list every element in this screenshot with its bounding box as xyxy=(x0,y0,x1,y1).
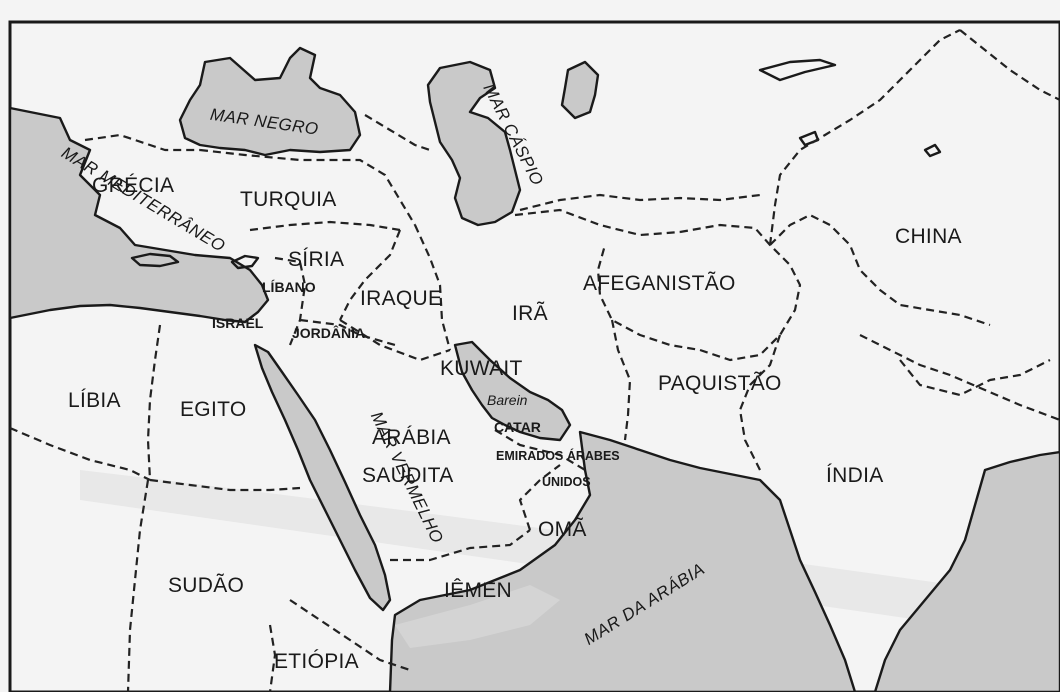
label-kuwait: KUWAIT xyxy=(440,357,523,380)
cyprus-island xyxy=(230,254,260,270)
label-grecia: GRÉCIA xyxy=(92,174,174,197)
border-iran-north xyxy=(514,208,681,237)
border-sudan-west xyxy=(126,479,150,692)
border-uae-qatar xyxy=(494,429,586,471)
label-egito: EGITO xyxy=(180,398,246,421)
gulf-of-aden-shape xyxy=(395,585,560,648)
border-central-asia xyxy=(519,193,761,212)
persian-gulf-shape xyxy=(453,340,572,442)
border-india-china xyxy=(859,334,1060,422)
black-sea-shape xyxy=(178,46,362,157)
label-israel: ISRAEL xyxy=(212,315,264,331)
border-egypt-sudan xyxy=(149,478,301,492)
border-lebanon-israel xyxy=(274,256,307,346)
label-ira: IRÃ xyxy=(512,301,548,325)
border-iran-pakistan xyxy=(610,319,632,441)
label-arabia-1: ARÁBIA xyxy=(372,426,451,449)
label-emirados-1: EMIRADOS ÁRABES xyxy=(496,448,620,463)
aral-sea-shape xyxy=(560,60,600,120)
border-china-west xyxy=(769,213,991,327)
border-china-north xyxy=(768,29,961,246)
label-barein: Barein xyxy=(487,392,528,408)
border-greece-turkey xyxy=(84,133,200,152)
border-turkey-south xyxy=(199,148,416,226)
bay-of-bengal-shape xyxy=(873,450,1060,692)
label-iemen: IÊMEN xyxy=(444,579,512,602)
border-afghanistan xyxy=(596,223,802,362)
label-siria: SÍRIA xyxy=(288,248,344,271)
label-china: CHINA xyxy=(895,225,962,248)
label-emirados-2: UNIDOS xyxy=(542,475,591,489)
border-saudi-yemen xyxy=(390,529,531,562)
label-catar: CATAR xyxy=(494,419,541,435)
crete-island xyxy=(130,252,180,268)
label-turquia: TURQUIA xyxy=(240,188,337,211)
label-afeganistao: AFEGANISTÃO xyxy=(583,271,736,295)
mediterranean-sea-shape xyxy=(8,106,270,324)
caspian-sea-shape xyxy=(426,60,522,227)
label-etiopia: ETIÓPIA xyxy=(274,650,359,673)
label-oma: OMÃ xyxy=(538,517,587,541)
border-sudan-ethiopia xyxy=(289,599,411,672)
label-paquistao: PAQUISTÃO xyxy=(658,371,782,395)
label-sudao: SUDÃO xyxy=(168,573,244,597)
label-libia: LÍBIA xyxy=(68,389,121,412)
label-arabia-2: SAUDITA xyxy=(362,464,454,487)
label-libano: LÍBANO xyxy=(262,279,316,295)
border-saudi-north xyxy=(339,319,451,362)
label-iraque: IRAQUE xyxy=(360,287,442,310)
lake-small-2 xyxy=(923,143,942,158)
border-libya-south xyxy=(9,426,151,481)
label-india: ÍNDIA xyxy=(826,464,884,487)
border-india-nepal xyxy=(899,359,1051,397)
label-jordania: JORDÂNIA xyxy=(292,324,365,341)
red-sea-shape xyxy=(253,343,392,612)
lake-balkhash xyxy=(758,58,837,82)
map-frame xyxy=(8,20,1060,692)
border-caucasus xyxy=(364,114,431,152)
border-jordan xyxy=(299,318,396,347)
border-turkey-syria xyxy=(249,220,401,232)
border-ethiopia-west xyxy=(268,624,277,692)
border-saudi-oman xyxy=(518,464,561,531)
border-china-east xyxy=(959,29,1060,101)
border-pakistan-india xyxy=(738,334,782,471)
border-iraq-iran xyxy=(413,224,452,351)
border-syria-iraq xyxy=(339,229,402,321)
